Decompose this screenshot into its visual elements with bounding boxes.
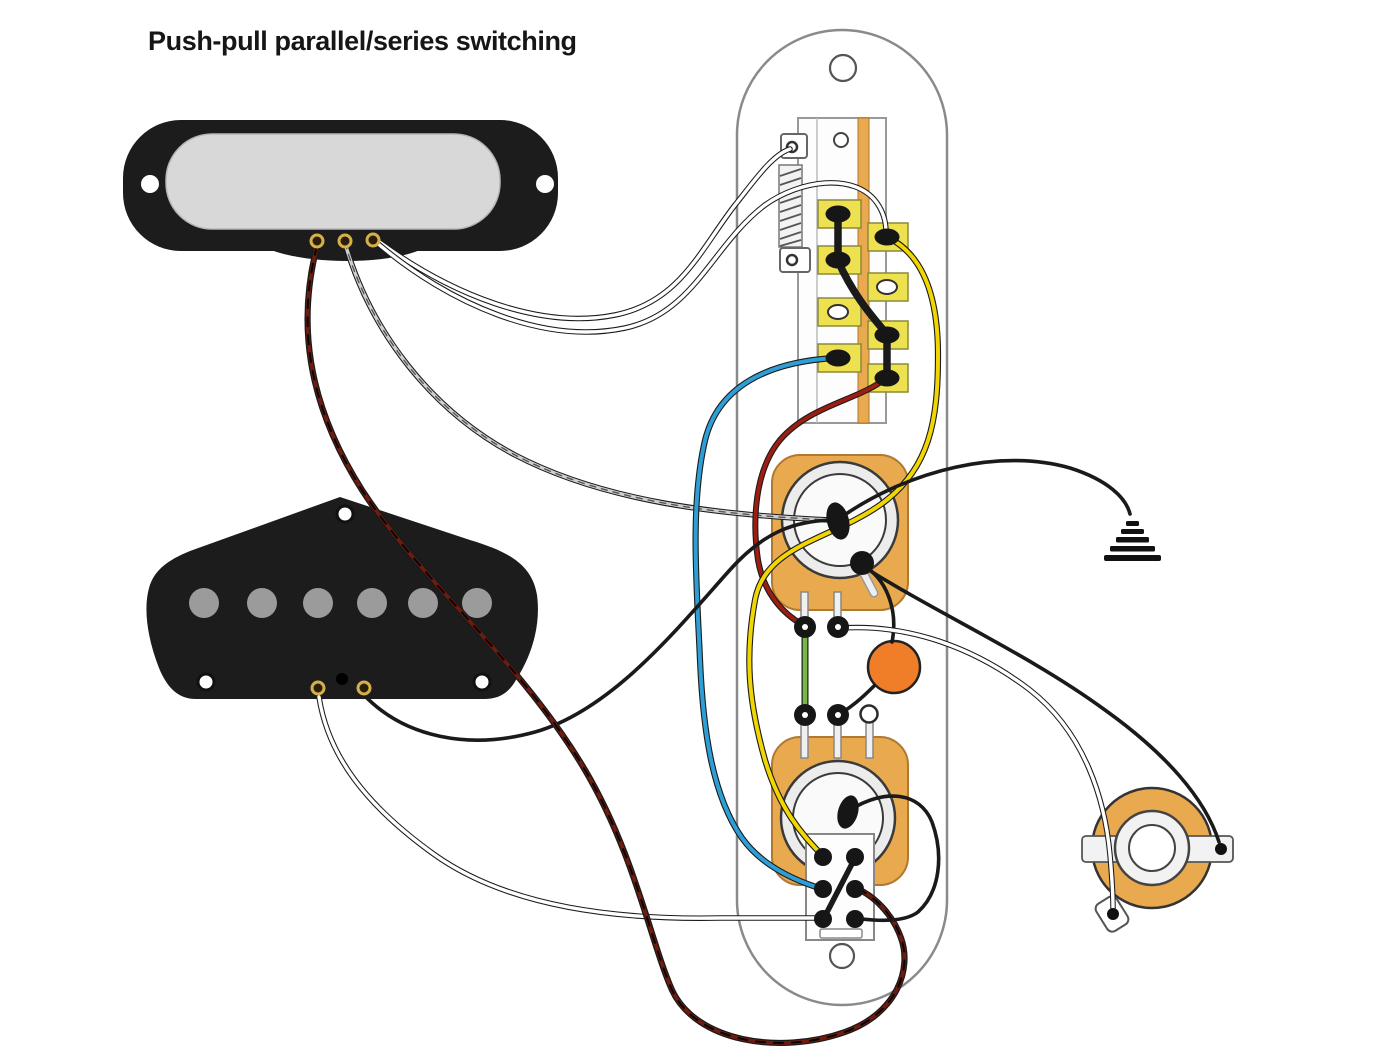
neck-eyelet-middle <box>337 233 353 249</box>
jack-hole <box>1128 824 1176 872</box>
bridge-pole-3 <box>303 588 333 618</box>
wire-switch-yellow <box>746 233 942 857</box>
ground-symbol <box>1104 521 1161 561</box>
volume-lug-middle-hole <box>835 624 841 630</box>
switch-lug-L1 <box>825 205 851 223</box>
neck-eyelet-right <box>365 232 381 248</box>
tone-solder-blob <box>837 795 859 829</box>
push-pull-lug-middle-right <box>846 880 864 898</box>
switch-lug-L4 <box>825 349 851 367</box>
tone-lug-right-empty <box>859 704 879 724</box>
switch-foot-eyelet <box>785 253 799 267</box>
wire-volume-white-to-jack <box>839 624 1116 911</box>
wire-neck-white-to-tab <box>371 146 793 322</box>
bridge-eyelet-left <box>310 680 326 696</box>
push-pull-slot <box>819 928 863 939</box>
volume-solder-blob <box>826 502 850 540</box>
bridge-mount-hole-left <box>196 672 216 692</box>
tone-lug-middle-hole <box>835 712 841 718</box>
push-pull-lug-bottom-right <box>846 910 864 928</box>
wire-tone-casing-wrap <box>848 794 941 923</box>
switch-lug-R4 <box>874 369 900 387</box>
tone-lug-left-hole <box>802 712 808 718</box>
output-jack <box>1081 786 1234 933</box>
wire-push-pull-jumper <box>821 855 858 921</box>
bridge-pole-4 <box>357 588 387 618</box>
neck-eyelet-left <box>309 233 325 249</box>
terminals <box>309 205 1227 928</box>
neck-pickup-mount-hole-left <box>141 175 159 193</box>
ground-bar-4 <box>1110 546 1155 552</box>
neck-pickup-cover <box>165 133 501 230</box>
wire-switch-jumper-diagonal <box>834 257 890 337</box>
wire-neck-red-loop <box>304 242 908 1046</box>
wire-switch-red <box>752 375 889 628</box>
plate-screw-hole-bottom <box>828 942 856 970</box>
capacitor <box>866 639 922 695</box>
plate-screw-hole-top <box>828 53 858 83</box>
bridge-pole-1 <box>189 588 219 618</box>
ground-bar-5 <box>1104 555 1161 561</box>
push-pull-lug-top-right <box>846 848 864 866</box>
push-pull-lug-middle-left <box>814 880 832 898</box>
ground-bar-2 <box>1121 529 1144 534</box>
wires <box>304 146 1221 1046</box>
switch-lug-R1 <box>874 228 900 246</box>
volume-pot <box>771 454 909 627</box>
bridge-mount-hole-top <box>335 504 355 524</box>
wire-neck-white-to-switch-input <box>373 180 889 335</box>
bridge-pickup-plate <box>146 497 538 699</box>
switch-screw-hole <box>833 132 849 148</box>
bridge-wire-hole <box>336 673 348 685</box>
switch-empty-lug-L3 <box>827 304 849 320</box>
wire-volume-to-ground <box>841 458 1132 518</box>
push-pull-lug-bottom-left <box>814 910 832 928</box>
wire-bridge-ground <box>362 518 832 742</box>
neck-pickup-mount-hole-right <box>536 175 554 193</box>
bridge-pickup <box>146 497 538 699</box>
push-pull-lug-top-left <box>814 848 832 866</box>
volume-lug-left-hole <box>802 624 808 630</box>
wire-neck-ground-twisted <box>342 240 833 523</box>
volume-casing-lug <box>850 551 874 575</box>
bridge-pole-2 <box>247 588 277 618</box>
bridge-eyelet-right <box>356 680 372 696</box>
ground-bar-3 <box>1116 537 1149 543</box>
jack-tip-terminal <box>1215 843 1227 855</box>
bridge-pole-6 <box>462 588 492 618</box>
page-title: Push-pull parallel/series switching <box>148 26 577 56</box>
wire-volume-casing-to-jack <box>862 565 1221 844</box>
volume-casing-lug-stem <box>861 571 877 596</box>
bridge-mount-hole-right <box>472 672 492 692</box>
switch-lug-R3 <box>874 326 900 344</box>
bridge-pole-5 <box>408 588 438 618</box>
jack-sleeve-terminal <box>1107 908 1119 920</box>
wire-switch-blue <box>692 354 838 891</box>
switch-lug-L2 <box>825 251 851 269</box>
switch-empty-lug-R2 <box>876 279 898 295</box>
ground-bar-1 <box>1126 521 1139 526</box>
